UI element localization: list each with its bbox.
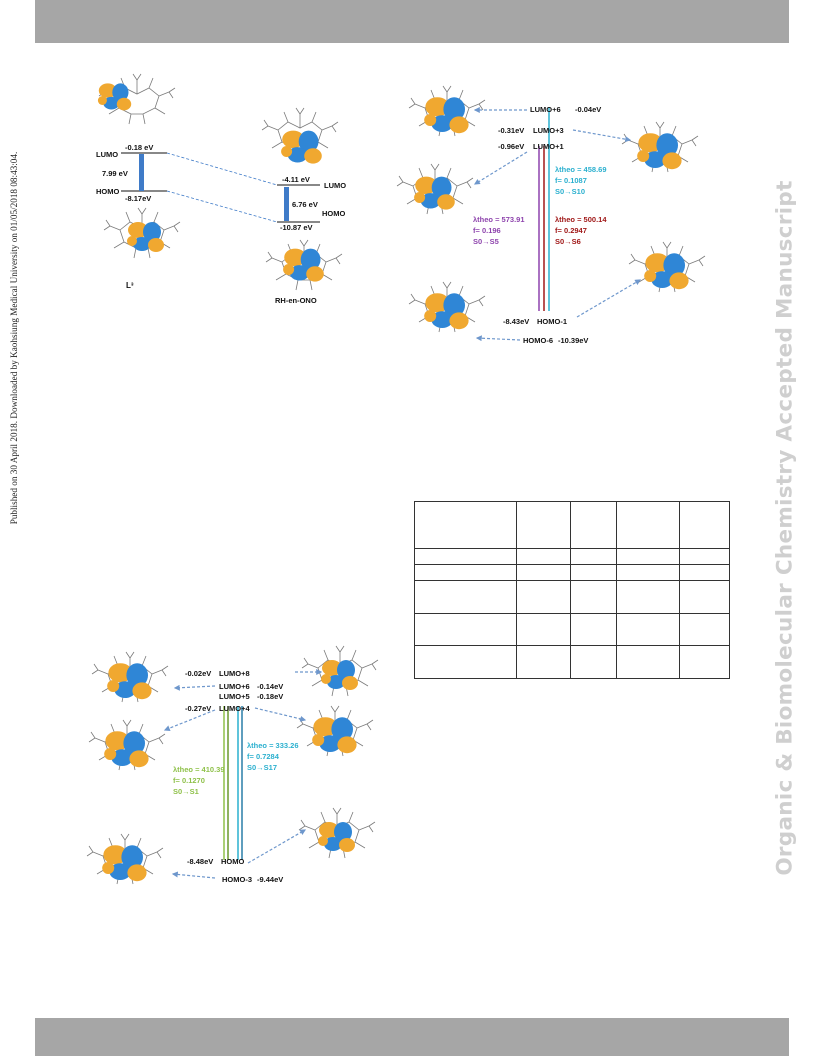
lumo5-label: LUMO+5 — [219, 692, 250, 701]
homo6-energy: -10.39eV — [558, 336, 588, 345]
homo1-label: HOMO-1 — [537, 317, 567, 326]
t3-lambda: λtheo = 500.14 — [555, 215, 607, 224]
lumo1-label: LUMO+1 — [533, 142, 564, 151]
lumo6-energy: -0.04eV — [575, 105, 601, 114]
t1-lambda: λtheo = 458.69 — [555, 165, 607, 174]
rh-lumo-energy: -4.11 eV — [282, 175, 310, 184]
lumo5-arrow — [254, 707, 307, 722]
homo3-energy: -9.44eV — [257, 875, 283, 884]
molecule-rh-homo-image — [265, 239, 343, 291]
homo1-energy: -8.43eV — [503, 317, 529, 326]
t3-f: f= 0.2947 — [555, 226, 587, 235]
table-row — [414, 548, 730, 565]
t2-f: f= 0.196 — [473, 226, 501, 235]
table-row — [414, 501, 730, 549]
lumo3-label: LUMO+3 — [533, 126, 564, 135]
lumo4-arrow — [163, 709, 216, 732]
homo-label: HOMO — [221, 857, 244, 866]
lumo4-energy: -0.27eV — [185, 704, 211, 713]
t1-transition: S0→S1 — [173, 787, 199, 796]
homo-arrow — [171, 871, 216, 879]
lumo4-orbital-image — [88, 719, 166, 771]
publication-note-text: Published on 30 April 2018. Downloaded b… — [9, 151, 19, 525]
homo6-orbital-image — [408, 281, 486, 333]
homo1-orbital-image — [628, 241, 706, 293]
lumo8-orbital-image — [301, 645, 379, 697]
lumo1-orbital-image — [396, 163, 474, 215]
t2-transition: S0→S17 — [247, 763, 277, 772]
l3-lumo-label: LUMO — [96, 150, 118, 159]
homo-connector — [166, 190, 278, 223]
lumo-connector — [166, 152, 278, 186]
t1-transition: S0→S10 — [555, 187, 585, 196]
rh-gap-bar — [284, 187, 289, 221]
l3-homo-energy: -8.17eV — [125, 194, 151, 203]
lumo6-arrow — [173, 684, 216, 691]
t2-lambda: λtheo = 573.91 — [473, 215, 525, 224]
t2-f: f= 0.7284 — [247, 752, 280, 761]
lumo5-orbital-image — [296, 705, 374, 757]
lumo6-orbital-image — [408, 85, 486, 137]
table-row — [414, 580, 730, 614]
lumo3-orbital-image — [621, 121, 699, 173]
rh-homo-energy: -10.87 eV — [280, 223, 313, 232]
lumo1-arrow — [473, 151, 528, 185]
l3-gap-bar — [139, 154, 144, 191]
homo-orbital-image — [86, 833, 164, 885]
l3-compound-label: L³ — [126, 281, 134, 290]
header-bar — [35, 0, 789, 43]
lumo1-energy: -0.96eV — [498, 142, 524, 151]
figure-b-transition-diagram: LUMO+6 -0.04eV -0.31eV LUMO+3 -0.96eV LU… — [396, 85, 706, 345]
homo1-arrow — [576, 279, 642, 318]
figure-c-transition-diagram: -0.02eV LUMO+8 LUMO+6 -0.14eV LUMO+5 -0.… — [86, 645, 379, 885]
homo3-label: HOMO-3 — [222, 875, 252, 884]
table-row — [414, 564, 730, 581]
lumo3-arrow — [572, 129, 632, 143]
homo6-arrow — [475, 335, 521, 342]
lumo4-label: LUMO+4 — [219, 704, 250, 713]
molecule-l3-lumo-image — [97, 73, 176, 125]
homo3-arrow — [247, 829, 307, 864]
lumo8-energy: -0.02eV — [185, 669, 211, 678]
figure-a-energy-diagram: -0.18 eV LUMO 7.99 eV HOMO -8.17eV L³ -4… — [96, 73, 346, 305]
homo3-orbital-image — [298, 807, 376, 859]
l3-gap-label: 7.99 eV — [102, 169, 128, 178]
t1-f: f= 0.1087 — [555, 176, 587, 185]
t3-transition: S0→S6 — [555, 237, 581, 246]
footer-bar — [35, 1018, 789, 1056]
t1-f: f= 0.1270 — [173, 776, 205, 785]
l3-homo-label: HOMO — [96, 187, 119, 196]
lumo6-energy: -0.14eV — [257, 682, 283, 691]
l3-lumo-energy: -0.18 eV — [125, 143, 153, 152]
table-row — [414, 613, 730, 646]
molecule-rh-lumo-image — [261, 107, 339, 164]
lumo5-energy: -0.18eV — [257, 692, 283, 701]
homo-energy: -8.48eV — [187, 857, 213, 866]
lumo8-label: LUMO+8 — [219, 669, 250, 678]
rh-compound-label: RH-en-ONO — [275, 296, 317, 305]
molecule-l3-homo-image — [103, 207, 181, 259]
table-row — [414, 645, 730, 679]
lumo6-label: LUMO+6 — [530, 105, 561, 114]
lumo3-energy: -0.31eV — [498, 126, 524, 135]
lumo6-label: LUMO+6 — [219, 682, 250, 691]
t2-lambda: λtheo = 333.26 — [247, 741, 299, 750]
data-table — [414, 501, 730, 679]
rh-homo-label: HOMO — [322, 209, 345, 218]
t1-lambda: λtheo = 410.39 — [173, 765, 225, 774]
rh-gap-label: 6.76 eV — [292, 200, 318, 209]
homo6-label: HOMO-6 — [523, 336, 553, 345]
rh-lumo-label: LUMO — [324, 181, 346, 190]
journal-watermark-text: Organic & Biomolecular Chemistry Accepte… — [772, 180, 798, 876]
lumo6-orbital-image — [91, 651, 169, 703]
t2-transition: S0→S5 — [473, 237, 499, 246]
